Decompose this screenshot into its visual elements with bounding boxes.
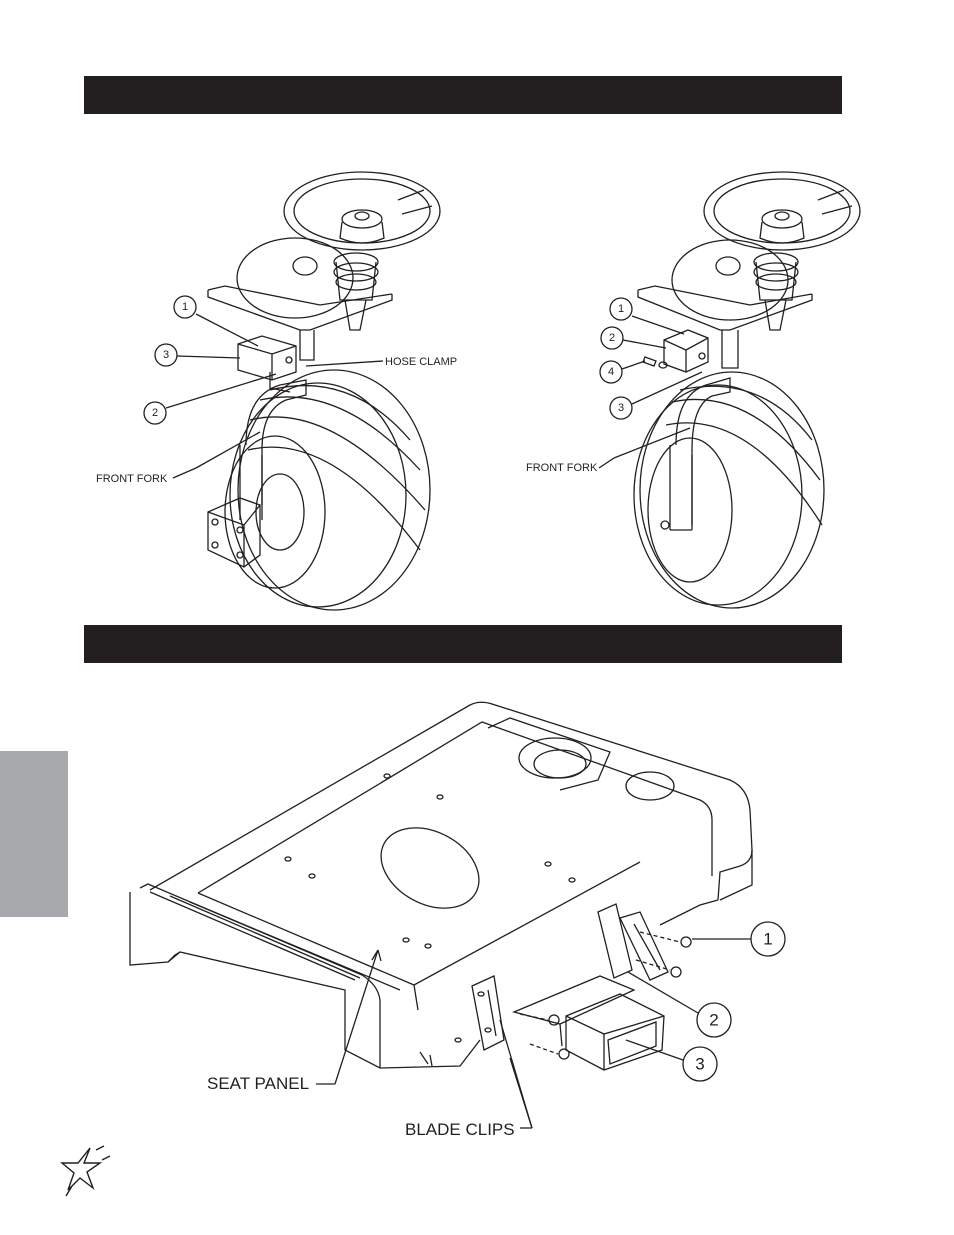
- callout-number: 1: [618, 303, 624, 315]
- screw-icon: [670, 966, 682, 978]
- callout-number: 1: [182, 301, 188, 313]
- callout-circle: [143, 401, 167, 425]
- side-section-tab: [0, 751, 68, 917]
- hose-clamp-label: HOSE CLAMP: [385, 356, 457, 368]
- section-header-bar-top: [84, 76, 842, 114]
- front-fork-label-left: FRONT FORK: [96, 473, 168, 485]
- callout-circle: [600, 326, 624, 350]
- callout-number: 2: [152, 407, 158, 419]
- front-fork-label-right: FRONT FORK: [526, 462, 598, 474]
- screw-icon: [548, 1014, 560, 1026]
- left-callouts: [143, 295, 384, 479]
- callout-circle: [696, 1002, 732, 1038]
- right-callouts: [598, 297, 703, 469]
- callout-circle: [682, 1046, 718, 1082]
- callout-circle: [154, 343, 178, 367]
- callout-circle: [609, 396, 633, 420]
- callout-number: 2: [709, 1011, 718, 1030]
- seat-panel-drawing: [129, 701, 753, 1069]
- callout-number: 4: [608, 366, 614, 378]
- bottom-callouts: [316, 921, 786, 1129]
- blade-clip-assembly: [471, 903, 692, 1071]
- callout-circle: [609, 297, 633, 321]
- screw-icon: [558, 1048, 570, 1060]
- callout-number: 2: [609, 332, 615, 344]
- seat-panel-label: SEAT PANEL: [207, 1074, 309, 1093]
- right-steering-assembly-drawing: [633, 171, 861, 609]
- callout-number: 1: [763, 930, 772, 949]
- bolt-icon: [642, 356, 657, 367]
- callout-circle: [173, 295, 197, 319]
- screw-icon: [680, 936, 692, 948]
- callout-number: 3: [163, 349, 169, 361]
- blade-clips-label: BLADE CLIPS: [405, 1120, 515, 1139]
- left-steering-assembly-drawing: [207, 171, 441, 611]
- star-logo-icon: [60, 1145, 111, 1197]
- callout-circle: [599, 360, 623, 384]
- section-header-bar-bottom: [84, 625, 842, 663]
- callout-number: 3: [695, 1055, 704, 1074]
- callout-number: 3: [618, 402, 624, 414]
